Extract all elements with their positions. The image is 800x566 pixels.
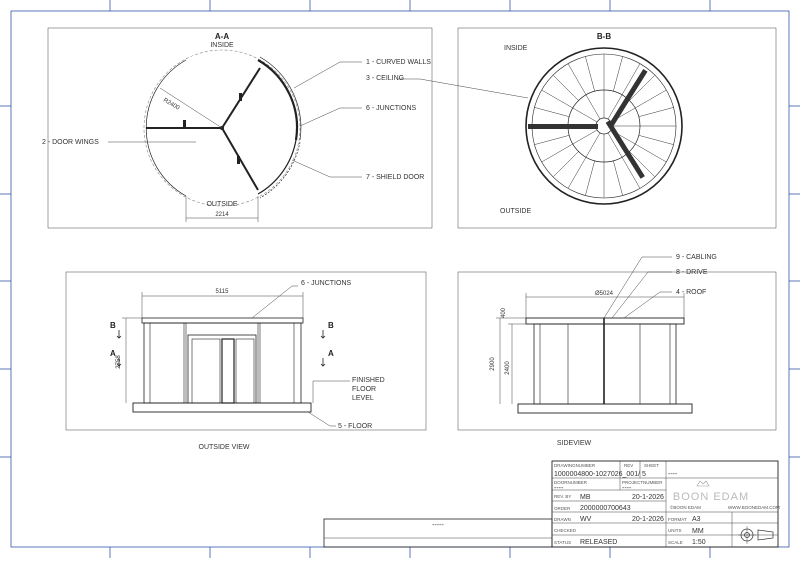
ceiling-inner-rib: [572, 107, 598, 123]
order-label: ORDER: [554, 506, 571, 511]
section-aa-inside-label: INSIDE: [210, 42, 234, 49]
rev-by-label: REV. BY: [554, 494, 571, 499]
callout-shield-door: 7 - SHIELD DOOR: [366, 174, 424, 181]
scale-label: SCALE: [668, 540, 683, 545]
ceiling-rib: [621, 157, 641, 189]
side-view-caption: SIDEVIEW: [557, 440, 592, 447]
callout-junctions-outside: 6 - JUNCTIONS: [301, 280, 352, 287]
callout-finished-floor-2: FLOOR: [352, 386, 376, 393]
door-number: ----: [554, 485, 564, 492]
section-aa-title: A-A: [215, 32, 229, 41]
copyright: ©BOON EDAM: [670, 504, 701, 510]
ceiling-rib: [534, 107, 570, 117]
marker-b-right: B: [328, 321, 334, 330]
scale-value: 1:50: [692, 539, 706, 546]
callout-curved-walls: 1 - CURVED WALLS: [366, 59, 431, 66]
ceiling-rib: [552, 151, 579, 178]
callout-finished-floor-3: LEVEL: [352, 395, 374, 402]
title-block: ----- DRAWINGNUMBER REV SHEET 1000004800…: [323, 460, 780, 548]
marker-a-right: A: [328, 349, 334, 358]
sheet-value: ----: [668, 471, 678, 478]
side-dim-top: 400: [501, 307, 507, 318]
section-aa-width-dim: 2214: [215, 212, 229, 218]
section-aa-outside-label: OUTSIDE: [206, 201, 237, 208]
door-number-label: DOORNUMBER: [554, 480, 588, 485]
outside-width-dim: 5115: [216, 289, 230, 295]
title-blank-field: -----: [432, 522, 444, 529]
ceiling-inner-rib: [607, 132, 623, 158]
projection-symbol-icon: [738, 526, 774, 544]
ceiling-inner-rib: [572, 129, 598, 145]
drawn-date: 20-1-2026: [632, 516, 664, 523]
callout-drive: 8 - DRIVE: [676, 269, 708, 276]
status-label: STATUS: [554, 540, 571, 545]
website: WWW.BOONEDAM.COM: [728, 505, 780, 510]
ceiling-rib: [621, 63, 641, 95]
marker-a-left: A: [110, 349, 116, 358]
outside-view: 5115 2758 B A B A 6: [110, 280, 385, 451]
marker-b-left: B: [110, 321, 116, 330]
ceiling-rib: [552, 74, 579, 101]
order-number: 2000000700643: [580, 505, 631, 512]
checked-label: CHECKED: [554, 528, 577, 533]
project-number-label: PROJECTNUMBER: [622, 480, 663, 485]
callout-finished-floor-1: FINISHED: [352, 377, 385, 384]
ceiling-rib: [629, 74, 656, 101]
drawing-number-label: DRAWINGNUMBER: [554, 463, 596, 468]
side-dim-total: 2900: [490, 357, 496, 371]
ceiling-rib: [534, 135, 570, 145]
rev-label: REV: [624, 463, 633, 468]
callout-junctions-aa: 6 - JUNCTIONS: [366, 105, 417, 112]
side-dim-lower: 2400: [505, 361, 511, 375]
view-frames: [47, 27, 777, 431]
section-bb-title: B-B: [597, 32, 611, 41]
side-diameter-dim: Ø5024: [595, 291, 614, 297]
rev-by: MB: [580, 494, 591, 501]
ceiling-rib: [638, 107, 674, 117]
sheet-label: SHEET: [644, 463, 659, 468]
section-bb-view: B-B INSIDE OUTSIDE 3 - CEILING: [366, 32, 683, 215]
ceiling-rib: [541, 89, 573, 109]
ceiling-inner-rib: [607, 94, 623, 120]
ceiling-rib: [585, 56, 595, 92]
ceiling-inner-rib: [585, 132, 601, 158]
project-number: ----: [622, 485, 632, 492]
ceiling-rib: [613, 160, 623, 196]
format-label: FORMAT: [668, 517, 687, 522]
drawing-number: 1000004800-1027026_001/ 5: [554, 471, 646, 478]
drawn-label: DRAWN: [554, 517, 571, 522]
ceiling-rib: [541, 143, 573, 163]
callout-ceiling: 3 - CEILING: [366, 75, 404, 82]
ceiling-rib: [567, 63, 587, 95]
outside-view-caption: OUTSIDE VIEW: [199, 444, 250, 451]
boon-edam-logo: BOON EDAM: [673, 480, 749, 503]
status-value: RELEASED: [580, 539, 617, 546]
ceiling-rib: [635, 143, 667, 163]
ceiling-inner-rib: [585, 94, 601, 120]
section-bb-inside-label: INSIDE: [504, 45, 528, 52]
ceiling-rib: [613, 56, 623, 92]
company-name: BOON EDAM: [673, 491, 749, 503]
ceiling-rib: [567, 157, 587, 189]
drawn-by: WV: [580, 516, 592, 523]
callout-roof: 4 - ROOF: [676, 289, 706, 296]
callout-floor: 5 - FLOOR: [338, 423, 372, 430]
section-aa-view: A-A INSIDE R2400 OUTSIDE 2214 1 - CURV: [42, 32, 431, 222]
units-label: UNITS: [668, 528, 682, 533]
format-value: A3: [692, 516, 701, 523]
ceiling-rib: [629, 151, 656, 178]
section-bb-outside-label: OUTSIDE: [500, 208, 531, 215]
ceiling-rib: [638, 135, 674, 145]
rev-date: 20-1-2026: [632, 494, 664, 501]
ceiling-rib: [635, 89, 667, 109]
side-view: Ø5024 400 2900 2400 9 - CABLING 8 - DRIV…: [490, 254, 717, 447]
callout-door-wings: 2 - DOOR WINGS: [42, 139, 99, 146]
callout-cabling: 9 - CABLING: [676, 254, 717, 261]
units-value: MM: [692, 528, 704, 535]
ceiling-rib: [585, 160, 595, 196]
